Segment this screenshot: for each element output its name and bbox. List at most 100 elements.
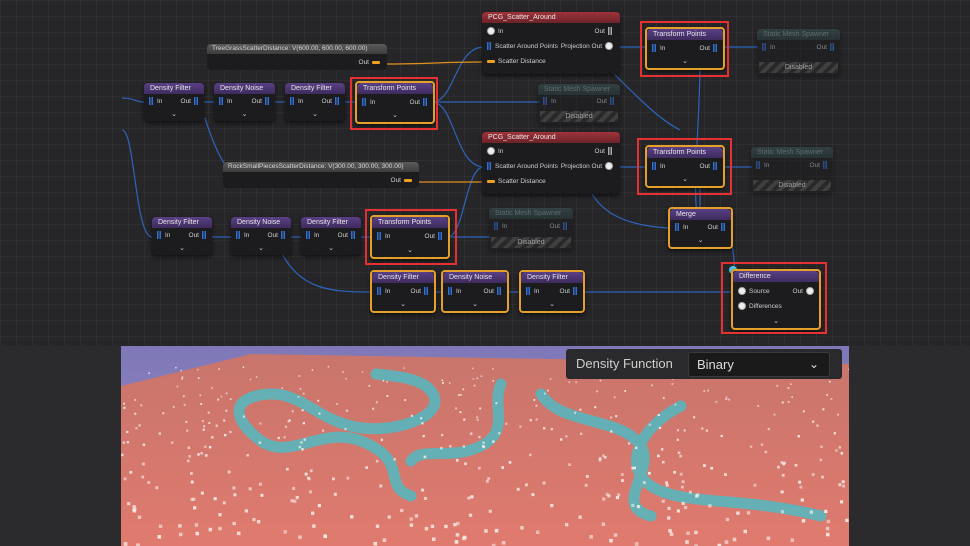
static-mesh-spawner-node[interactable]: Static Mesh Spawner In Out Disabled (757, 29, 840, 75)
spatial-pin-icon[interactable] (738, 287, 746, 296)
point-speck (478, 435, 481, 439)
merge-node[interactable]: Merge In Out ⌄ (668, 207, 733, 249)
pin-label: In (534, 288, 540, 295)
point-pin-icon[interactable] (377, 232, 382, 241)
point-pin-icon[interactable] (713, 44, 718, 53)
chevron-down-icon[interactable]: ⌄ (682, 176, 688, 183)
point-pin-icon[interactable] (362, 98, 367, 107)
point-pin-icon[interactable] (830, 43, 835, 52)
point-pin-icon[interactable] (281, 231, 286, 240)
node-title: Transform Points (647, 29, 723, 40)
point-pin-icon[interactable] (543, 97, 548, 106)
density-filter-node[interactable]: Density Filter In Out ⌄ (301, 217, 361, 255)
density-noise-node[interactable]: Density Noise In Out ⌄ (231, 217, 291, 255)
density-filter-node[interactable]: Density Filter In Out ⌄ (285, 83, 345, 121)
chevron-down-icon[interactable]: ⌄ (312, 111, 318, 118)
spatial-pin-icon[interactable] (605, 162, 613, 171)
point-speck (372, 407, 375, 410)
density-filter-node[interactable]: Density Filter In Out ⌄ (144, 83, 204, 121)
tree-grass-scatter-distance-node[interactable]: TreeGrassScatterDistance: V(600.00, 600.… (207, 44, 387, 70)
vector-pin-icon[interactable] (404, 178, 412, 182)
chevron-down-icon[interactable]: ⌄ (697, 237, 704, 244)
spatial-pin-icon[interactable] (608, 27, 613, 36)
chevron-down-icon[interactable]: ⌄ (549, 301, 555, 308)
chevron-down-icon[interactable]: ⌄ (328, 245, 334, 252)
point-pin-icon[interactable] (487, 162, 492, 171)
point-pin-icon[interactable] (823, 161, 828, 170)
density-noise-node[interactable]: Density Noise In Out ⌄ (441, 270, 509, 313)
point-pin-icon[interactable] (610, 97, 615, 106)
point-pin-icon[interactable] (335, 97, 340, 106)
point-pin-icon[interactable] (236, 231, 241, 240)
point-pin-icon[interactable] (762, 43, 767, 52)
chevron-down-icon[interactable]: ⌄ (171, 111, 177, 118)
spatial-pin-icon[interactable] (608, 147, 613, 156)
point-pin-icon[interactable] (494, 222, 499, 231)
static-mesh-spawner-node[interactable]: Static Mesh Spawner In Out Disabled (489, 208, 573, 250)
vector-pin-icon[interactable] (372, 60, 380, 64)
chevron-down-icon[interactable]: ⌄ (392, 112, 398, 119)
chevron-down-icon[interactable]: ⌄ (773, 318, 779, 325)
point-pin-icon[interactable] (290, 97, 295, 106)
density-filter-node[interactable]: Density Filter In Out ⌄ (370, 270, 436, 313)
spatial-pin-icon[interactable] (605, 42, 613, 51)
point-pin-icon[interactable] (377, 287, 382, 296)
spatial-pin-icon[interactable] (738, 302, 746, 311)
pcg-scatter-around-node-2[interactable]: PCG_Scatter_Around In Out Scatter Around… (482, 132, 620, 194)
spatial-pin-icon[interactable] (487, 147, 495, 156)
transform-points-node[interactable]: Transform Points In Out ⌄ (645, 145, 725, 188)
vector-pin-icon[interactable] (487, 179, 495, 183)
chevron-down-icon[interactable]: ⌄ (258, 245, 264, 252)
transform-points-node[interactable]: Transform Points In Out ⌄ (370, 215, 450, 259)
point-pin-icon[interactable] (487, 42, 492, 51)
transform-points-node[interactable]: Transform Points In Out ⌄ (645, 27, 725, 70)
point-pin-icon[interactable] (713, 162, 718, 171)
chevron-down-icon[interactable]: ⌄ (179, 245, 185, 252)
point-pin-icon[interactable] (448, 287, 453, 296)
point-pin-icon[interactable] (149, 97, 154, 106)
rock-small-pieces-scatter-distance-node[interactable]: RockSmallPiecesScatterDistance: V(300.00… (223, 162, 419, 188)
chevron-down-icon[interactable]: ⌄ (241, 111, 248, 118)
transform-points-node[interactable]: Transform Points In Out ⌄ (355, 81, 435, 124)
point-pin-icon[interactable] (423, 98, 428, 107)
density-function-dropdown[interactable]: Binary ⌄ (688, 352, 830, 377)
spatial-pin-icon[interactable] (487, 27, 495, 36)
chevron-down-icon[interactable]: ⌄ (407, 247, 413, 254)
difference-node[interactable]: Difference Source Out Differences ⌄ (731, 269, 821, 330)
chevron-down-icon[interactable]: ⌄ (808, 357, 819, 371)
point-pin-icon[interactable] (424, 287, 429, 296)
level-viewport[interactable] (121, 346, 849, 546)
chevron-down-icon[interactable]: ⌄ (400, 301, 406, 308)
point-pin-icon[interactable] (438, 232, 443, 241)
spatial-pin-icon[interactable] (806, 287, 814, 296)
point-pin-icon[interactable] (219, 97, 224, 106)
point-pin-icon[interactable] (652, 162, 657, 171)
point-pin-icon[interactable] (756, 161, 761, 170)
point-pin-icon[interactable] (652, 44, 657, 53)
static-mesh-spawner-node[interactable]: Static Mesh Spawner In Out Disabled (538, 84, 620, 124)
point-pin-icon[interactable] (265, 97, 270, 106)
density-filter-node[interactable]: Density Filter In Out ⌄ (152, 217, 212, 255)
chevron-down-icon[interactable]: ⌄ (682, 58, 688, 65)
point-pin-icon[interactable] (675, 223, 680, 232)
point-pin-icon[interactable] (721, 223, 726, 232)
point-pin-icon[interactable] (194, 97, 199, 106)
chevron-down-icon[interactable]: ⌄ (472, 301, 478, 308)
point-speck (725, 398, 728, 400)
density-filter-node[interactable]: Density Filter In Out ⌄ (519, 270, 585, 313)
vector-pin-icon[interactable] (487, 59, 495, 63)
point-pin-icon[interactable] (351, 231, 356, 240)
point-pin-icon[interactable] (526, 287, 531, 296)
point-speck (492, 368, 494, 370)
pcg-scatter-around-node-1[interactable]: PCG_Scatter_Around In Out Scatter Around… (482, 12, 620, 74)
point-pin-icon[interactable] (573, 287, 578, 296)
point-speck (543, 392, 546, 395)
point-pin-icon[interactable] (497, 287, 502, 296)
static-mesh-spawner-node[interactable]: Static Mesh Spawner In Out Disabled (751, 147, 833, 193)
point-pin-icon[interactable] (202, 231, 207, 240)
point-pin-icon[interactable] (157, 231, 162, 240)
point-pin-icon[interactable] (306, 231, 311, 240)
density-noise-node[interactable]: Density Noise In Out ⌄ (214, 83, 275, 121)
pcg-graph-editor[interactable]: TreeGrassScatterDistance: V(600.00, 600.… (0, 0, 970, 346)
point-pin-icon[interactable] (563, 222, 568, 231)
